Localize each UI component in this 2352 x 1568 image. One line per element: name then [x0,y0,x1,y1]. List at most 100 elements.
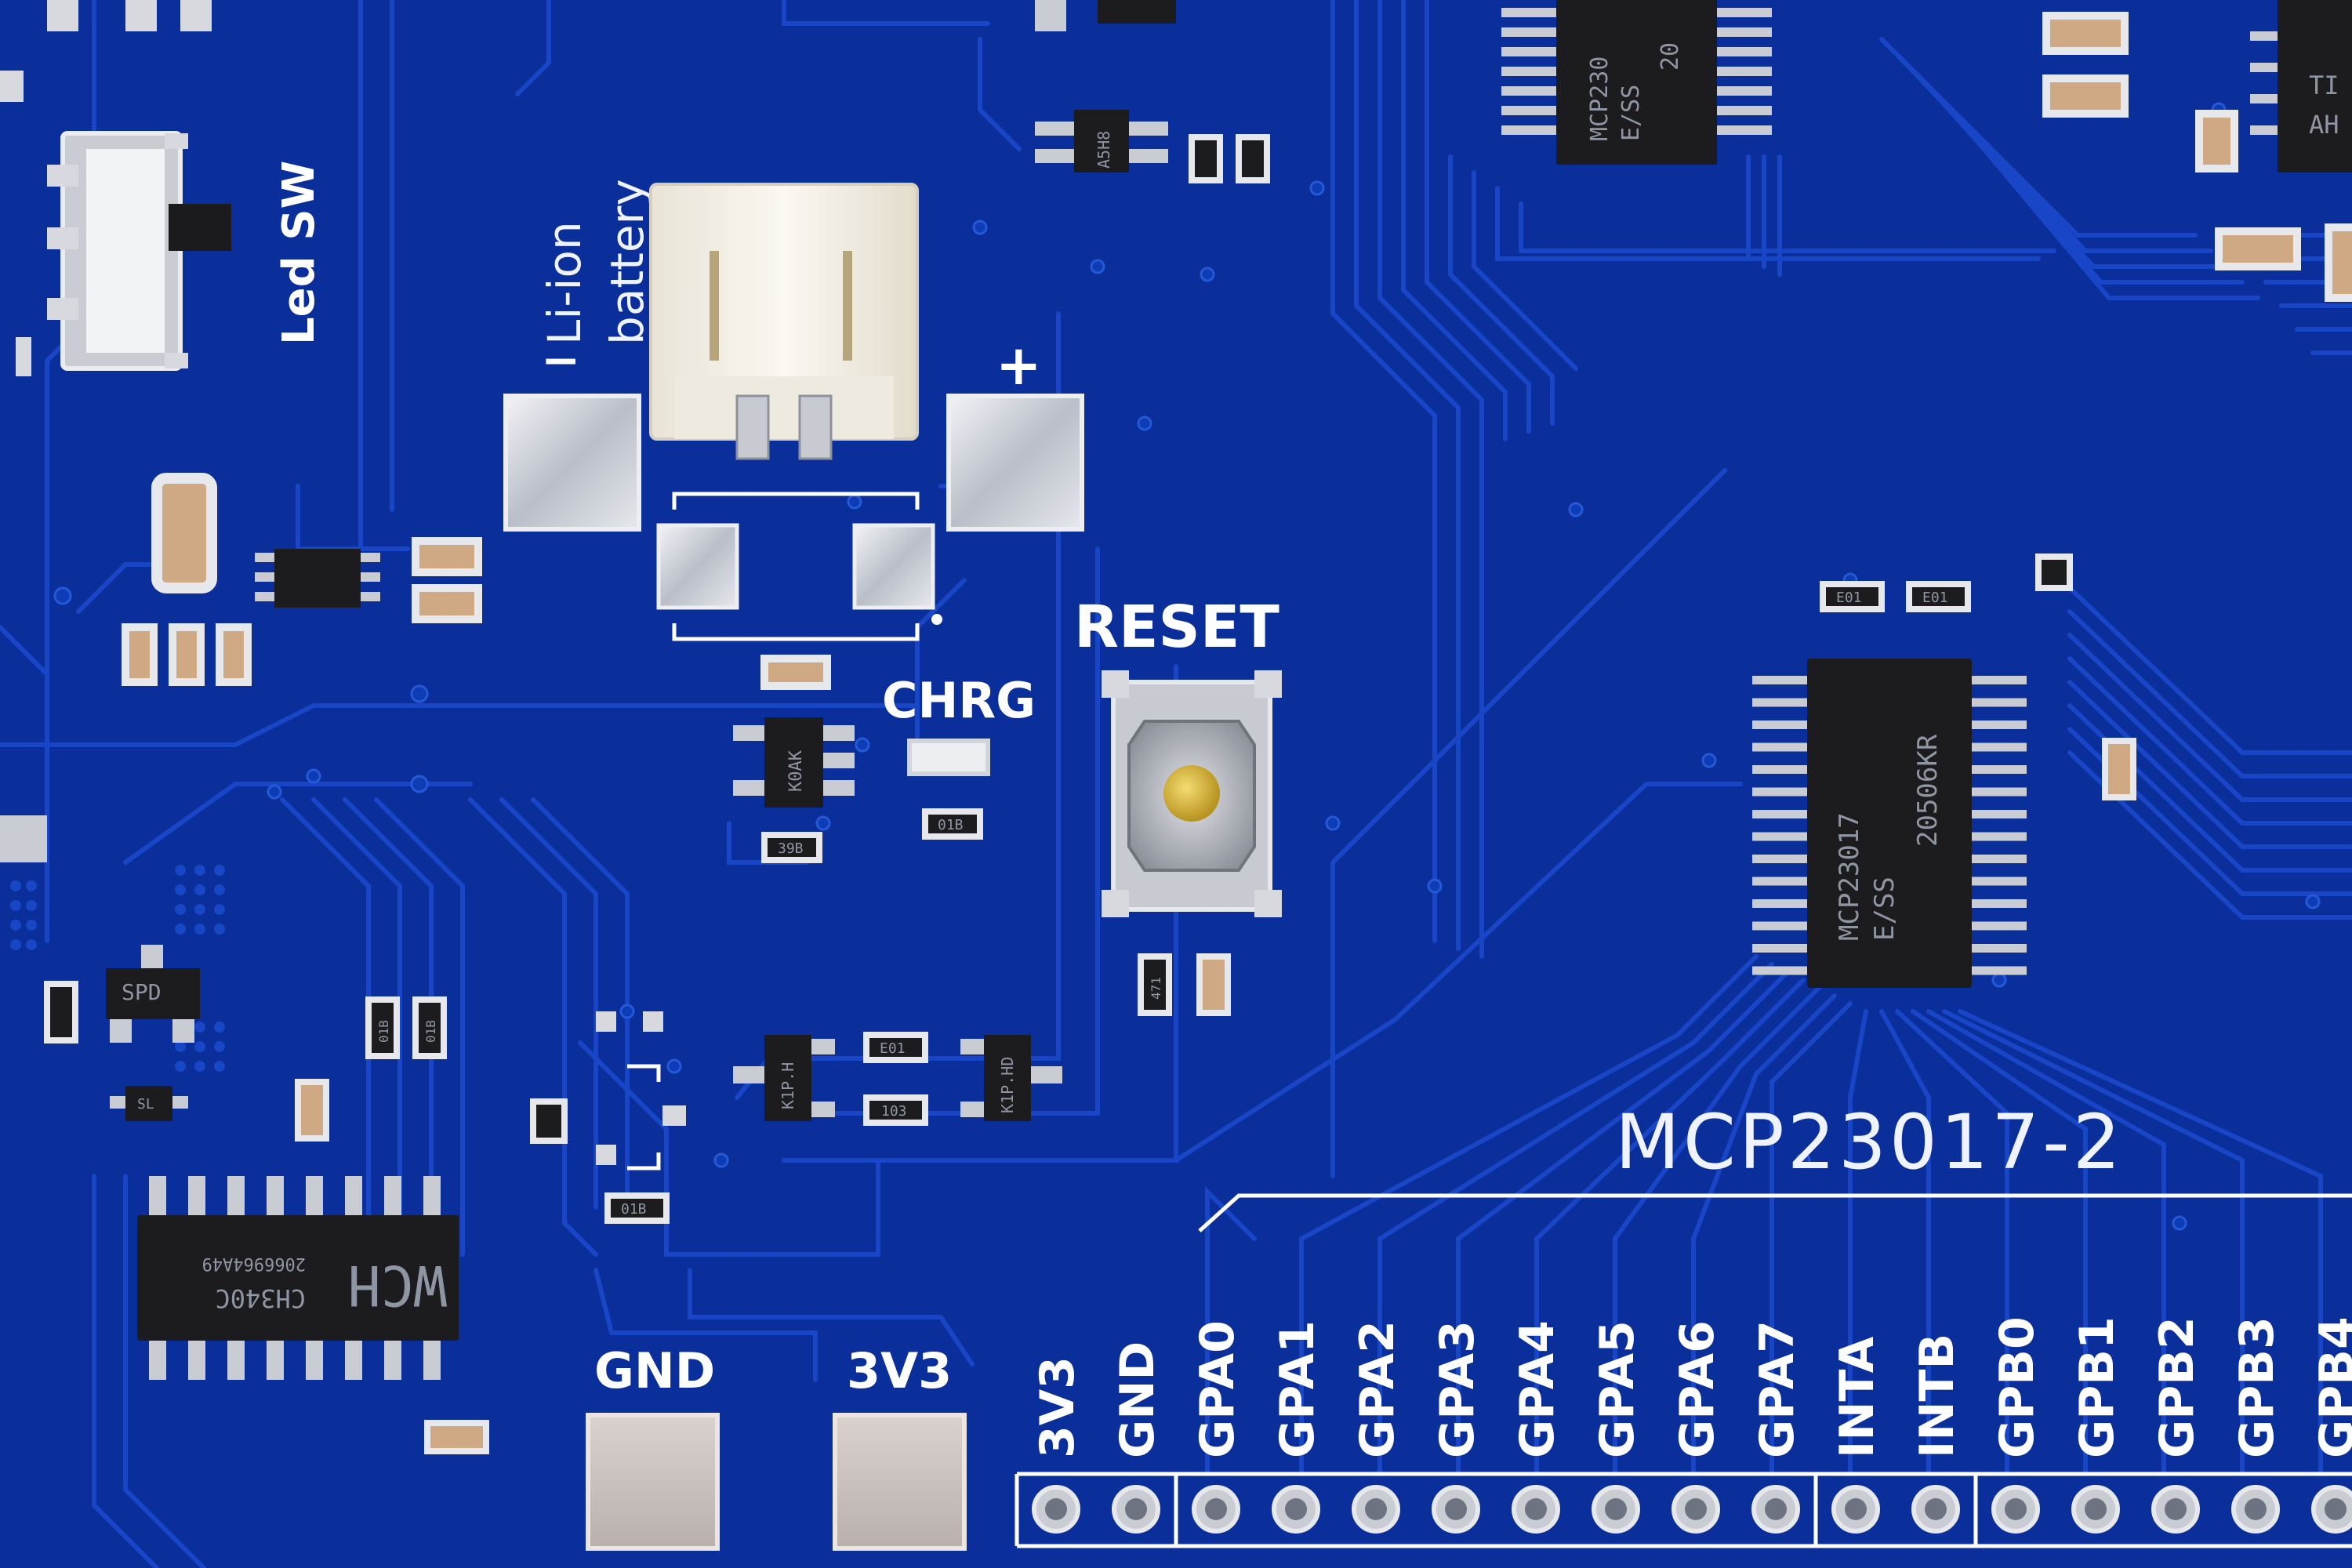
ktp-right-marking: K1P.HD [998,1057,1017,1113]
top-right-chip: TI AH [2250,0,2352,172]
header-outline [1014,1472,2352,1548]
header-pin[interactable] [1272,1485,1320,1534]
header-pin[interactable] [2071,1485,2120,1534]
reset-button[interactable] [1102,670,1282,917]
v33-pad-label: 3V3 [847,1342,952,1399]
capacitor-large [151,473,217,593]
led-switch[interactable] [16,131,231,376]
resistor-code-e01-mid: E01 [880,1040,906,1057]
header-pin[interactable] [1112,1485,1160,1534]
sl-ic: SL [110,1086,188,1121]
header-pin[interactable] [1192,1485,1240,1534]
header-pin-label: GPA4 [1510,1320,1565,1458]
charger-passives: 01B 39B [760,655,983,863]
resistor-code-471: 471 [1149,977,1163,1000]
ktp-ic-left: K1P.H [733,1035,835,1121]
ktp-passives: E01 103 [863,1032,928,1126]
resistor-pair-left [122,537,482,686]
ktp-ic-right: K1P.HD [960,1035,1062,1121]
resistor-code-chrg: 01B [938,817,964,833]
header-pin-label: GND [1110,1341,1165,1458]
top-left-components [0,0,212,102]
resistor-code-lower: 01B [621,1201,647,1218]
header-pin[interactable] [2311,1485,2352,1534]
battery-minus-label: − [541,333,580,388]
left-resistors: 01B 01B [0,815,489,1454]
header-pin-label: GPA6 [1670,1320,1725,1458]
resistor-code-e01-b: E01 [1922,590,1948,606]
header-pin[interactable] [2151,1485,2200,1534]
top-middle-ic: A5H8 [1035,0,1270,183]
header-pin-label: 3V3 [1030,1356,1085,1458]
charger-ic: K0AK [733,717,855,808]
sl-marking: SL [137,1096,154,1112]
charger-ic-marking: K0AK [786,750,806,792]
charge-led [907,739,990,776]
mcp23017-line3: 20506KR [1912,734,1944,847]
small-ic-left [255,549,380,608]
header-pin-label: GPB4 [2310,1316,2352,1458]
top-chip-line2: E/SS [1617,85,1645,141]
resistor-code-left-b: 01B [423,1020,438,1043]
gnd-pad-label: GND [594,1342,715,1399]
top-chip-line3: 20 [1657,42,1684,71]
header-pin[interactable] [1751,1485,1800,1534]
header-pin-label: INTA [1830,1336,1885,1458]
header-pin-label: GPA5 [1590,1320,1645,1458]
header-pin-label: GPA7 [1750,1320,1805,1458]
header-pin-label: GPA1 [1270,1320,1325,1458]
header-pin[interactable] [1432,1485,1480,1534]
header-pin-label: GPB3 [2230,1316,2285,1458]
via-holes [53,102,2321,1231]
battery-plus-label: + [996,333,1042,397]
header-pin[interactable] [1671,1485,1720,1534]
header-pin[interactable] [1911,1485,1960,1534]
header-pin-label: GPB1 [2070,1316,2125,1458]
top-right-chip-line2: AH [2309,110,2339,140]
mcp23017-line2: E/SS [1869,877,1900,941]
battery-label-line1: Li-ion [538,221,591,345]
battery-connector[interactable] [649,183,919,460]
mcp23017-line1: MCP23017 [1834,812,1865,941]
ch340c-lot: 2066964A49 [202,1254,306,1273]
top-chip-line1: MCP230 [1586,56,1613,141]
header-pin[interactable] [2231,1485,2280,1534]
battery-mount-pads [503,394,1084,641]
header-pin-label: INTB [1910,1334,1965,1458]
header-pin[interactable] [1831,1485,1880,1534]
v33-pad[interactable] [833,1413,967,1551]
header-pin-label: GPA3 [1430,1320,1485,1458]
top-right-components [2042,12,2352,302]
battery-label-line2: battery [601,179,654,345]
gnd-pad[interactable] [586,1413,720,1551]
mcp23017-chip: MCP23017 E/SS 20506KR [1752,659,2027,988]
header-pin[interactable] [1991,1485,2040,1534]
reset-passives: 471 [1138,953,1231,1016]
led-sw-label: Led SW [274,161,325,345]
left-lower-parts: 01B [530,1011,686,1224]
spd-marking: SPD [122,979,162,1005]
mcp23017-top-chip: MCP230 E/SS 20 [1501,0,1772,165]
header-pin[interactable] [1512,1485,1560,1534]
resistor-code-left-a: 01B [376,1020,391,1043]
chrg-label: CHRG [882,672,1036,729]
resistor-code-e01-a: E01 [1836,590,1862,606]
header-pin[interactable] [1352,1485,1400,1534]
header-pin[interactable] [1032,1485,1080,1534]
spd-ic: SPD [106,945,200,1043]
top-right-chip-line1: TI [2309,71,2339,100]
header-pin-label: GPB2 [2150,1316,2205,1458]
ch340c-logo: WCH [348,1253,447,1317]
reset-label: RESET [1074,593,1279,661]
expander-title: MCP23017-2 [1615,1098,2124,1186]
via-field [10,865,225,1072]
ch340c-marking: CH340C [215,1283,306,1313]
header-pin[interactable] [1592,1485,1640,1534]
header-pins [1014,1472,2352,1548]
ktp-left-marking: K1P.H [779,1062,797,1109]
header-pin-label: GPB0 [1990,1316,2045,1458]
header-silk-line [1198,1193,2352,1232]
ch340c-chip: CH340C 2066964A49 WCH [137,1176,459,1380]
